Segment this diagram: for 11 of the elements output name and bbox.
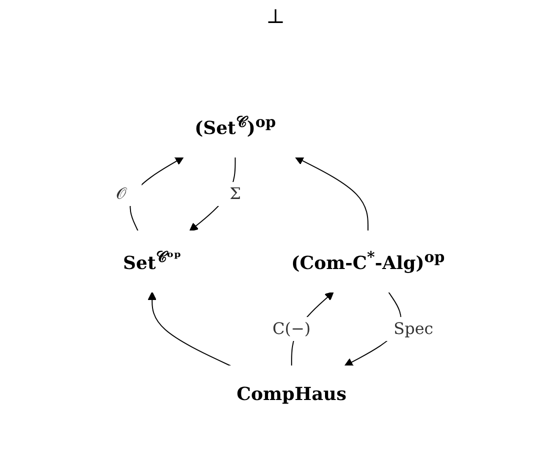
node-text: (Com-C$^{*}$-Alg)$^{op}$ (290, 248, 444, 274)
edge-label: 𝒪 (115, 184, 126, 202)
arrow (294, 156, 368, 231)
node-text: CompHaus (236, 384, 346, 404)
arrow (147, 291, 232, 366)
edge-label: C(−) (272, 318, 310, 338)
edge-label: Spec (393, 318, 433, 338)
node-text: Set$^{𝒞ᵒᵖ}$ (122, 248, 181, 274)
adjunction-symbol: ⊥ (266, 4, 285, 28)
node-text: (Set$^{𝒞}$)$^{op}$ (194, 112, 276, 138)
edge-label: Σ (229, 184, 241, 202)
